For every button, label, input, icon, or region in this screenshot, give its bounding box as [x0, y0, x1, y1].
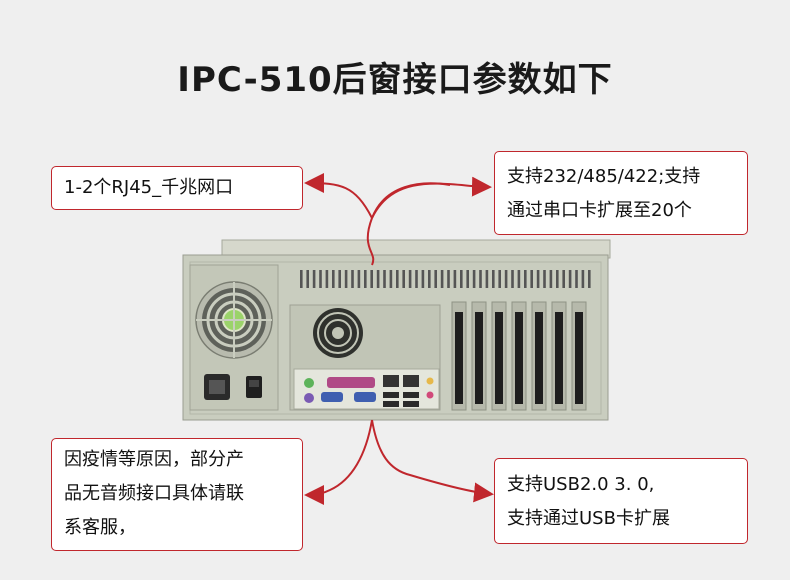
- usb-line-2: 支持通过USB卡扩展: [507, 508, 670, 529]
- usb-port-icon: [383, 392, 419, 407]
- notice-line-3: 系客服，: [64, 517, 136, 538]
- page-title: IPC-510后窗接口参数如下: [177, 60, 613, 100]
- fan-icon: [195, 281, 273, 359]
- io-fan-icon: [313, 308, 363, 358]
- expansion-slot: [551, 301, 567, 411]
- expansion-slot-icon: [451, 301, 587, 411]
- vent-grille: [300, 270, 591, 288]
- ps2-port-icon: [304, 378, 314, 403]
- serial-line-1: 支持232/485/422;支持: [507, 166, 701, 187]
- expansion-slot: [531, 301, 547, 411]
- serial-line-2: 通过串口卡扩展至20个: [507, 200, 692, 221]
- vga-port-icon: [321, 392, 376, 402]
- expansion-slot: [451, 301, 467, 411]
- notice-line-1: 因疫情等原因，部分产: [64, 449, 244, 470]
- expansion-slot: [511, 301, 527, 411]
- notice-line-2: 品无音频接口具体请联: [64, 483, 244, 504]
- callout-connectors: [304, 173, 494, 505]
- expansion-slot: [491, 301, 507, 411]
- callout-lan-ports: 1-2个RJ45_千兆网口: [51, 166, 303, 210]
- power-socket-icon: [204, 374, 230, 400]
- expansion-slot: [471, 301, 487, 411]
- power-switch-icon: [246, 376, 262, 398]
- callout-notice: 因疫情等原因，部分产 品无音频接口具体请联 系客服，: [51, 438, 303, 551]
- lan-ports-text: 1-2个RJ45_千兆网口: [64, 177, 234, 198]
- callout-serial: 支持232/485/422;支持 通过串口卡扩展至20个: [494, 151, 748, 235]
- rj45-port-icon: [383, 375, 419, 387]
- expansion-slot: [571, 301, 587, 411]
- parallel-port-icon: [327, 377, 375, 388]
- audio-jack-icon: [426, 377, 434, 399]
- callout-usb: 支持USB2.0 3. 0, 支持通过USB卡扩展: [494, 458, 748, 544]
- usb-line-1: 支持USB2.0 3. 0,: [507, 474, 655, 495]
